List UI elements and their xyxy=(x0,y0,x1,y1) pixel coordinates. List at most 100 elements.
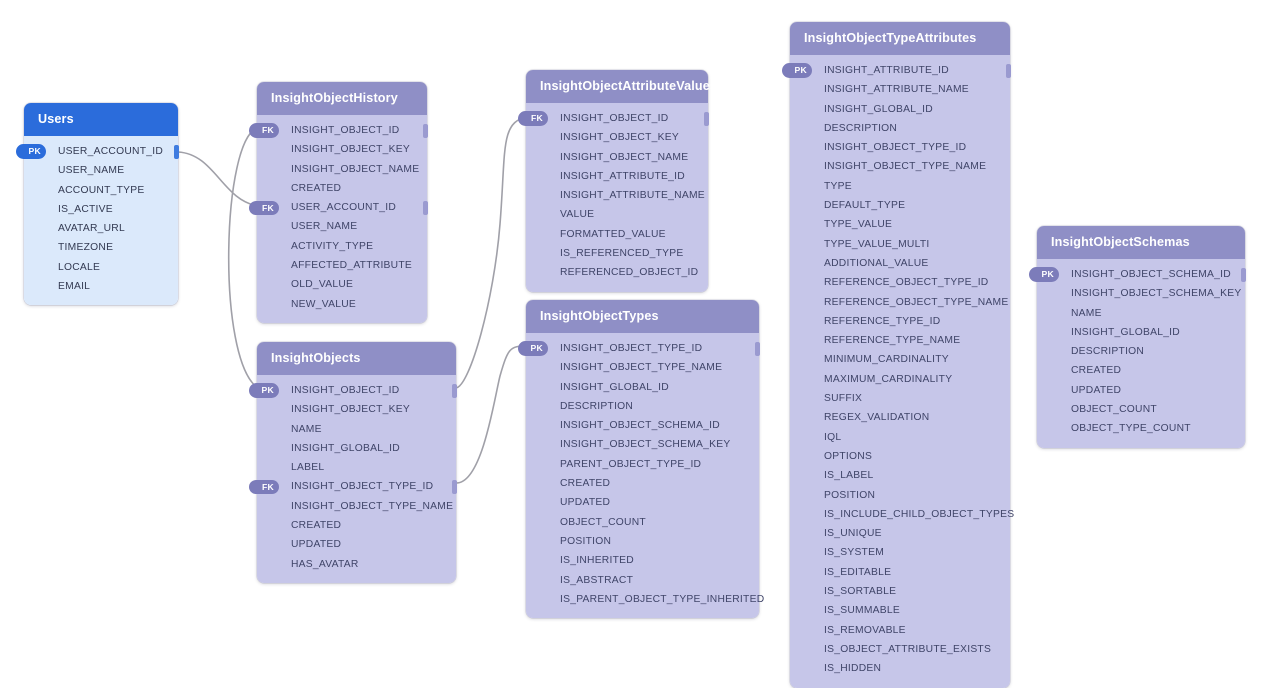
field-row[interactable]: TYPE_VALUE xyxy=(790,215,1010,234)
field-row[interactable]: MINIMUM_CARDINALITY xyxy=(790,350,1010,369)
field-row[interactable]: TIMEZONE xyxy=(24,238,178,257)
field-row[interactable]: OBJECT_COUNT xyxy=(526,513,759,532)
field-row[interactable]: NAME xyxy=(1037,304,1245,323)
field-row[interactable]: IS_SORTABLE xyxy=(790,582,1010,601)
field-row[interactable]: OBJECT_TYPE_COUNT xyxy=(1037,419,1245,438)
field-row[interactable]: USER_NAME xyxy=(24,161,178,180)
field-row[interactable]: INSIGHT_OBJECT_SCHEMA_ID xyxy=(526,416,759,435)
field-row[interactable]: DEFAULT_TYPE xyxy=(790,196,1010,215)
field-row[interactable]: CREATED xyxy=(257,516,456,535)
field-row[interactable]: INSIGHT_OBJECT_NAME xyxy=(257,160,427,179)
field-row[interactable]: DESCRIPTION xyxy=(526,397,759,416)
field-row[interactable]: IS_EDITABLE xyxy=(790,563,1010,582)
field-row[interactable]: IS_SUMMABLE xyxy=(790,601,1010,620)
field-row[interactable]: SUFFIX xyxy=(790,389,1010,408)
field-row[interactable]: INSIGHT_OBJECT_NAME xyxy=(526,148,708,167)
field-row[interactable]: NEW_VALUE xyxy=(257,295,427,314)
field-row[interactable]: REFERENCE_TYPE_ID xyxy=(790,312,1010,331)
field-row[interactable]: OLD_VALUE xyxy=(257,275,427,294)
field-row[interactable]: LABEL xyxy=(257,458,456,477)
field-row[interactable]: INSIGHT_ATTRIBUTE_ID xyxy=(526,167,708,186)
field-row[interactable]: IS_OBJECT_ATTRIBUTE_EXISTS xyxy=(790,640,1010,659)
field-row[interactable]: IS_UNIQUE xyxy=(790,524,1010,543)
field-row[interactable]: IS_REFERENCED_TYPE xyxy=(526,244,708,263)
field-row[interactable]: INSIGHT_OBJECT_KEY xyxy=(526,128,708,147)
field-row[interactable]: ACCOUNT_TYPE xyxy=(24,181,178,200)
field-row[interactable]: IS_ABSTRACT xyxy=(526,571,759,590)
field-row[interactable]: MAXIMUM_CARDINALITY xyxy=(790,370,1010,389)
field-row[interactable]: IS_INHERITED xyxy=(526,551,759,570)
field-row[interactable]: DESCRIPTION xyxy=(1037,342,1245,361)
field-row[interactable]: UPDATED xyxy=(257,535,456,554)
field-row[interactable]: REFERENCE_OBJECT_TYPE_NAME xyxy=(790,293,1010,312)
field-row[interactable]: POSITION xyxy=(526,532,759,551)
field-row[interactable]: INSIGHT_OBJECT_KEY xyxy=(257,400,456,419)
field-row[interactable]: INSIGHT_OBJECT_TYPE_NAME xyxy=(257,497,456,516)
field-row[interactable]: REFERENCED_OBJECT_ID xyxy=(526,263,708,282)
field-row[interactable]: INSIGHT_OBJECT_KEY xyxy=(257,140,427,159)
field-row[interactable]: OBJECT_COUNT xyxy=(1037,400,1245,419)
field-row[interactable]: DESCRIPTION xyxy=(790,119,1010,138)
field-row[interactable]: INSIGHT_GLOBAL_ID xyxy=(526,378,759,397)
field-row[interactable]: ADDITIONAL_VALUE xyxy=(790,254,1010,273)
field-row[interactable]: INSIGHT_OBJECT_TYPE_NAME xyxy=(790,157,1010,176)
field-row[interactable]: LOCALE xyxy=(24,258,178,277)
field-row[interactable]: IS_REMOVABLE xyxy=(790,621,1010,640)
field-row[interactable]: AVATAR_URL xyxy=(24,219,178,238)
field-row[interactable]: INSIGHT_ATTRIBUTE_NAME xyxy=(790,80,1010,99)
field-row[interactable]: IS_SYSTEM xyxy=(790,543,1010,562)
field-row[interactable]: REFERENCE_TYPE_NAME xyxy=(790,331,1010,350)
field-row[interactable]: REGEX_VALIDATION xyxy=(790,408,1010,427)
field-row[interactable]: USER_NAME xyxy=(257,217,427,236)
field-row[interactable]: HAS_AVATAR xyxy=(257,555,456,574)
field-row[interactable]: IS_LABEL xyxy=(790,466,1010,485)
field-row[interactable]: INSIGHT_ATTRIBUTE_NAME xyxy=(526,186,708,205)
field-row[interactable]: ACTIVITY_TYPE xyxy=(257,237,427,256)
field-row[interactable]: IS_PARENT_OBJECT_TYPE_INHERITED xyxy=(526,590,764,609)
field-row[interactable]: INSIGHT_OBJECT_TYPE_NAME xyxy=(526,358,759,377)
field-row[interactable]: POSITION xyxy=(790,486,1010,505)
field-row[interactable]: NAME xyxy=(257,420,456,439)
field-row[interactable]: IS_HIDDEN xyxy=(790,659,1010,678)
field-row[interactable]: IQL xyxy=(790,428,1010,447)
field-row[interactable]: CREATED xyxy=(526,474,759,493)
field-row[interactable]: OPTIONS xyxy=(790,447,1010,466)
field-row[interactable]: CREATED xyxy=(257,179,427,198)
field-row[interactable]: TYPE_VALUE_MULTI xyxy=(790,235,1010,254)
field-row[interactable]: IS_INCLUDE_CHILD_OBJECT_TYPES xyxy=(790,505,1014,524)
field-row[interactable]: TYPE xyxy=(790,177,1010,196)
field-row[interactable]: VALUE xyxy=(526,205,708,224)
field-row[interactable]: INSIGHT_GLOBAL_ID xyxy=(1037,323,1245,342)
field-row[interactable]: IS_ACTIVE xyxy=(24,200,178,219)
field-row[interactable]: UPDATED xyxy=(1037,381,1245,400)
field-row[interactable]: AFFECTED_ATTRIBUTE xyxy=(257,256,427,275)
field-row[interactable]: INSIGHT_OBJECT_SCHEMA_KEY xyxy=(1037,284,1245,303)
field-row[interactable]: FORMATTED_VALUE xyxy=(526,225,708,244)
field-row[interactable]: INSIGHT_OBJECT_TYPE_ID xyxy=(790,138,1010,157)
field-row[interactable]: EMAIL xyxy=(24,277,178,296)
field-row[interactable]: REFERENCE_OBJECT_TYPE_ID xyxy=(790,273,1010,292)
field-row[interactable]: PARENT_OBJECT_TYPE_ID xyxy=(526,455,759,474)
field-row[interactable]: UPDATED xyxy=(526,493,759,512)
field-row[interactable]: INSIGHT_GLOBAL_ID xyxy=(257,439,456,458)
field-row[interactable]: INSIGHT_OBJECT_SCHEMA_KEY xyxy=(526,435,759,454)
field-name: USER_NAME xyxy=(291,221,358,233)
field-row[interactable]: CREATED xyxy=(1037,361,1245,380)
field-row[interactable]: INSIGHT_GLOBAL_ID xyxy=(790,100,1010,119)
